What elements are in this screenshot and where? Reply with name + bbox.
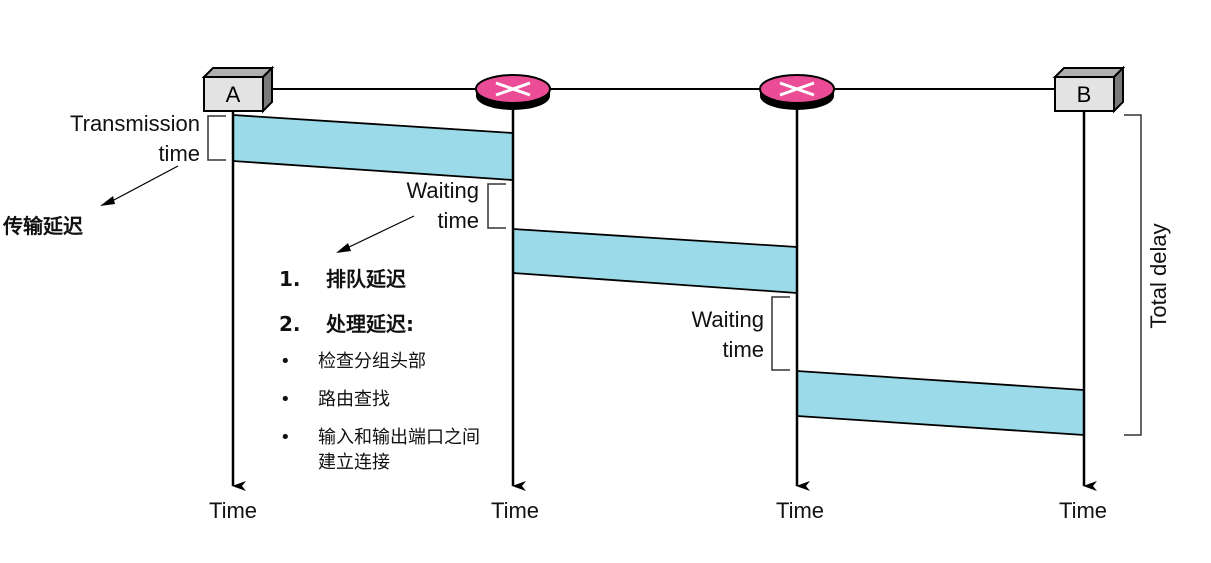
router-2-icon <box>759 74 835 110</box>
total-delay-label: Total delay <box>1146 223 1171 328</box>
queueing-annotation-arrowhead <box>336 243 351 253</box>
router-1-icon <box>475 74 551 110</box>
bullet-1-text: 检查分组头部 <box>318 351 426 372</box>
item-2-number: 2. <box>279 312 301 336</box>
packet-band-a-r1 <box>233 115 513 180</box>
waiting-time-2-bracket <box>771 296 790 371</box>
time-label-b: Time <box>1059 498 1107 523</box>
bullet-3-dot: • <box>280 427 291 448</box>
waiting-time-1-label-line1: Waiting <box>406 178 479 203</box>
host-a-label: A <box>226 82 241 107</box>
waiting-time-1-label-line2: time <box>437 208 479 233</box>
item-1-number: 1. <box>279 267 301 291</box>
bullet-2-dot: • <box>280 389 291 410</box>
waiting-time-2-label-line2: time <box>722 337 764 362</box>
packet-band-r1-r2-top <box>512 228 798 248</box>
transmission-annotation-arrowhead <box>100 196 115 206</box>
total-delay-bracket <box>1124 114 1142 436</box>
host-a-icon: A <box>201 65 275 114</box>
transmission-time-label-line2: time <box>158 141 200 166</box>
packet-band-a-r1-bottom <box>232 160 514 181</box>
queueing-annotation-arrow <box>346 215 415 249</box>
packet-band-r2-b-top <box>796 370 1085 391</box>
host-b-label: B <box>1077 82 1092 107</box>
waiting-time-1-bracket <box>487 183 506 229</box>
transmission-time-label-line1: Transmission <box>70 111 200 136</box>
packet-band-r1-r2-bottom <box>512 272 798 294</box>
transmission-delay-cn: 传输延迟 <box>2 214 83 238</box>
bullet-1-dot: • <box>280 351 291 372</box>
packet-band-r2-b-bottom <box>796 415 1085 436</box>
packet-band-a-r1-top <box>232 114 514 134</box>
packet-band-r2-b <box>797 371 1084 435</box>
time-label-r2: Time <box>776 498 824 523</box>
transmission-time-bracket <box>207 115 226 161</box>
bullet-3-text: 输入和输出端口之间 <box>318 427 480 448</box>
transmission-annotation-arrow <box>111 165 179 202</box>
packet-band-r1-r2 <box>513 229 797 293</box>
bullet-2-text: 路由查找 <box>318 389 390 410</box>
host-b-icon: B <box>1052 65 1126 114</box>
waiting-time-2-label-line1: Waiting <box>691 307 764 332</box>
item-1-text: 排队延迟 <box>326 267 406 291</box>
time-label-r1: Time <box>491 498 539 523</box>
bullet-3-text-line2: 建立连接 <box>318 452 390 473</box>
item-2-text: 处理延迟: <box>325 312 414 336</box>
time-label-a: Time <box>209 498 257 523</box>
